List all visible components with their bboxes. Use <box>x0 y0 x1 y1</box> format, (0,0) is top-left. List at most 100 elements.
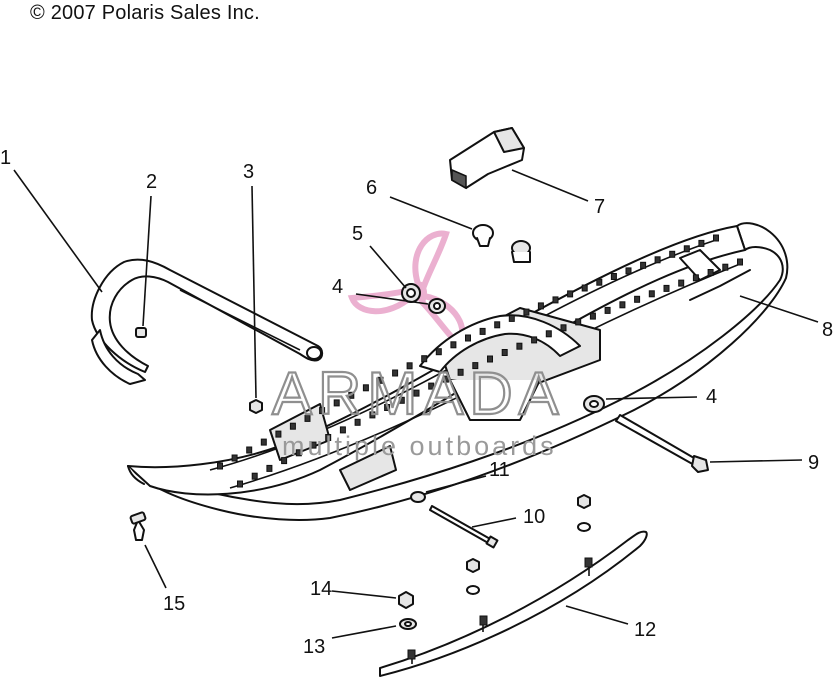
rail-stud <box>508 314 515 322</box>
rail-stud <box>398 396 405 404</box>
rail-stud <box>354 418 361 426</box>
rail-stud <box>251 472 258 480</box>
rail-stud <box>692 274 699 282</box>
rail-stud <box>487 355 493 363</box>
rail-stud <box>392 369 399 377</box>
rail-stud <box>472 362 479 370</box>
bolt-part-5 <box>401 283 421 303</box>
rail-stud <box>560 324 567 332</box>
callout-7: 7 <box>594 196 605 218</box>
rail-stud <box>325 434 332 441</box>
rail-stud <box>610 273 617 280</box>
rail-stud <box>625 267 632 275</box>
leader-lines <box>13 169 819 639</box>
rail-stud <box>362 384 369 392</box>
callout-3: 3 <box>243 161 254 183</box>
rail-stud <box>281 457 288 465</box>
rail-stud <box>428 382 435 390</box>
rail-stud <box>450 341 457 349</box>
rail-stud <box>678 279 685 287</box>
nut-part-3 <box>249 399 263 414</box>
rail-stud <box>384 404 391 411</box>
callout-11: 11 <box>489 459 510 481</box>
rail-stud <box>246 446 253 454</box>
bolt-part-9 <box>615 414 709 473</box>
callout-13: 13 <box>303 636 325 658</box>
copyright-text: © 2007 Polaris Sales Inc. <box>30 2 260 24</box>
rail-stud <box>596 278 603 286</box>
rail-stud <box>266 464 273 472</box>
rail-stud <box>648 290 655 298</box>
rail-stud <box>575 318 582 326</box>
rail-stud <box>567 290 574 298</box>
rail-stud <box>604 306 611 314</box>
callout-15: 15 <box>163 593 185 615</box>
rail-stud <box>479 327 486 335</box>
bolt-part-15 <box>129 511 147 541</box>
rail-stud <box>260 438 267 446</box>
rail-stud <box>369 411 376 419</box>
callout-4-top: 4 <box>332 276 343 298</box>
rail-stud <box>217 462 223 470</box>
callout-5: 5 <box>352 223 363 245</box>
bushing-part-6 <box>472 224 531 263</box>
rail-stud <box>333 399 340 407</box>
rail-stud <box>465 334 471 342</box>
rail-stud <box>698 239 705 247</box>
washer-part-4-top <box>428 298 446 314</box>
rail-stud <box>722 263 729 271</box>
callout-14: 14 <box>310 578 332 600</box>
rail-stud <box>435 348 442 356</box>
callout-12: 12 <box>634 619 656 641</box>
rail-stud <box>421 355 428 363</box>
rail-stud <box>442 375 449 383</box>
rail-stud <box>304 414 311 422</box>
rail-stud <box>377 376 384 384</box>
rail-stud <box>669 250 676 258</box>
rail-stud <box>713 234 719 242</box>
rail-stud <box>640 261 647 269</box>
runner-nuts <box>466 494 591 595</box>
callout-8: 8 <box>822 319 833 341</box>
rail-stud <box>531 336 538 344</box>
rail-stud <box>406 362 413 370</box>
bolt-part-2 <box>135 327 147 338</box>
rail-stud <box>545 330 552 338</box>
callout-2: 2 <box>146 171 157 193</box>
callout-4-lower: 4 <box>706 386 717 408</box>
rail-stud <box>537 302 544 310</box>
callout-9: 9 <box>808 452 819 474</box>
rail-stud <box>707 269 714 276</box>
rail-stud <box>581 284 588 292</box>
carbide-runner-part-12 <box>379 530 648 677</box>
callout-10: 10 <box>523 506 545 528</box>
ski-loop-handle <box>90 258 324 385</box>
rail-stud <box>516 342 523 350</box>
rail-stud <box>737 258 743 266</box>
watermark-tagline: multiple outboards <box>282 431 557 461</box>
rail-stud <box>231 454 238 462</box>
rail-stud <box>619 301 626 309</box>
nut-part-14 <box>398 591 414 609</box>
rail-stud <box>501 349 508 356</box>
rail-stud <box>552 296 559 304</box>
rail-stud <box>237 480 243 488</box>
rail-stud <box>348 391 355 399</box>
callout-labels: 1 2 3 4 4 5 6 7 8 9 10 11 12 13 14 15 <box>0 147 833 658</box>
rail-stud <box>413 389 420 397</box>
ski-body <box>127 222 789 521</box>
bolt-part-10 <box>429 505 499 549</box>
watermark-brand: ARMADA <box>272 360 565 427</box>
rail-stud <box>494 321 501 329</box>
washer-part-13 <box>399 618 417 630</box>
washer-part-11 <box>410 491 426 503</box>
callout-1: 1 <box>0 147 11 169</box>
rail-stud <box>289 422 296 430</box>
rail-stud <box>654 256 661 264</box>
rail-stud <box>310 441 317 449</box>
rail-stud <box>663 284 670 292</box>
rail-stud <box>589 312 596 320</box>
washer-part-4-lower <box>583 395 605 413</box>
rail-stud <box>319 407 326 415</box>
